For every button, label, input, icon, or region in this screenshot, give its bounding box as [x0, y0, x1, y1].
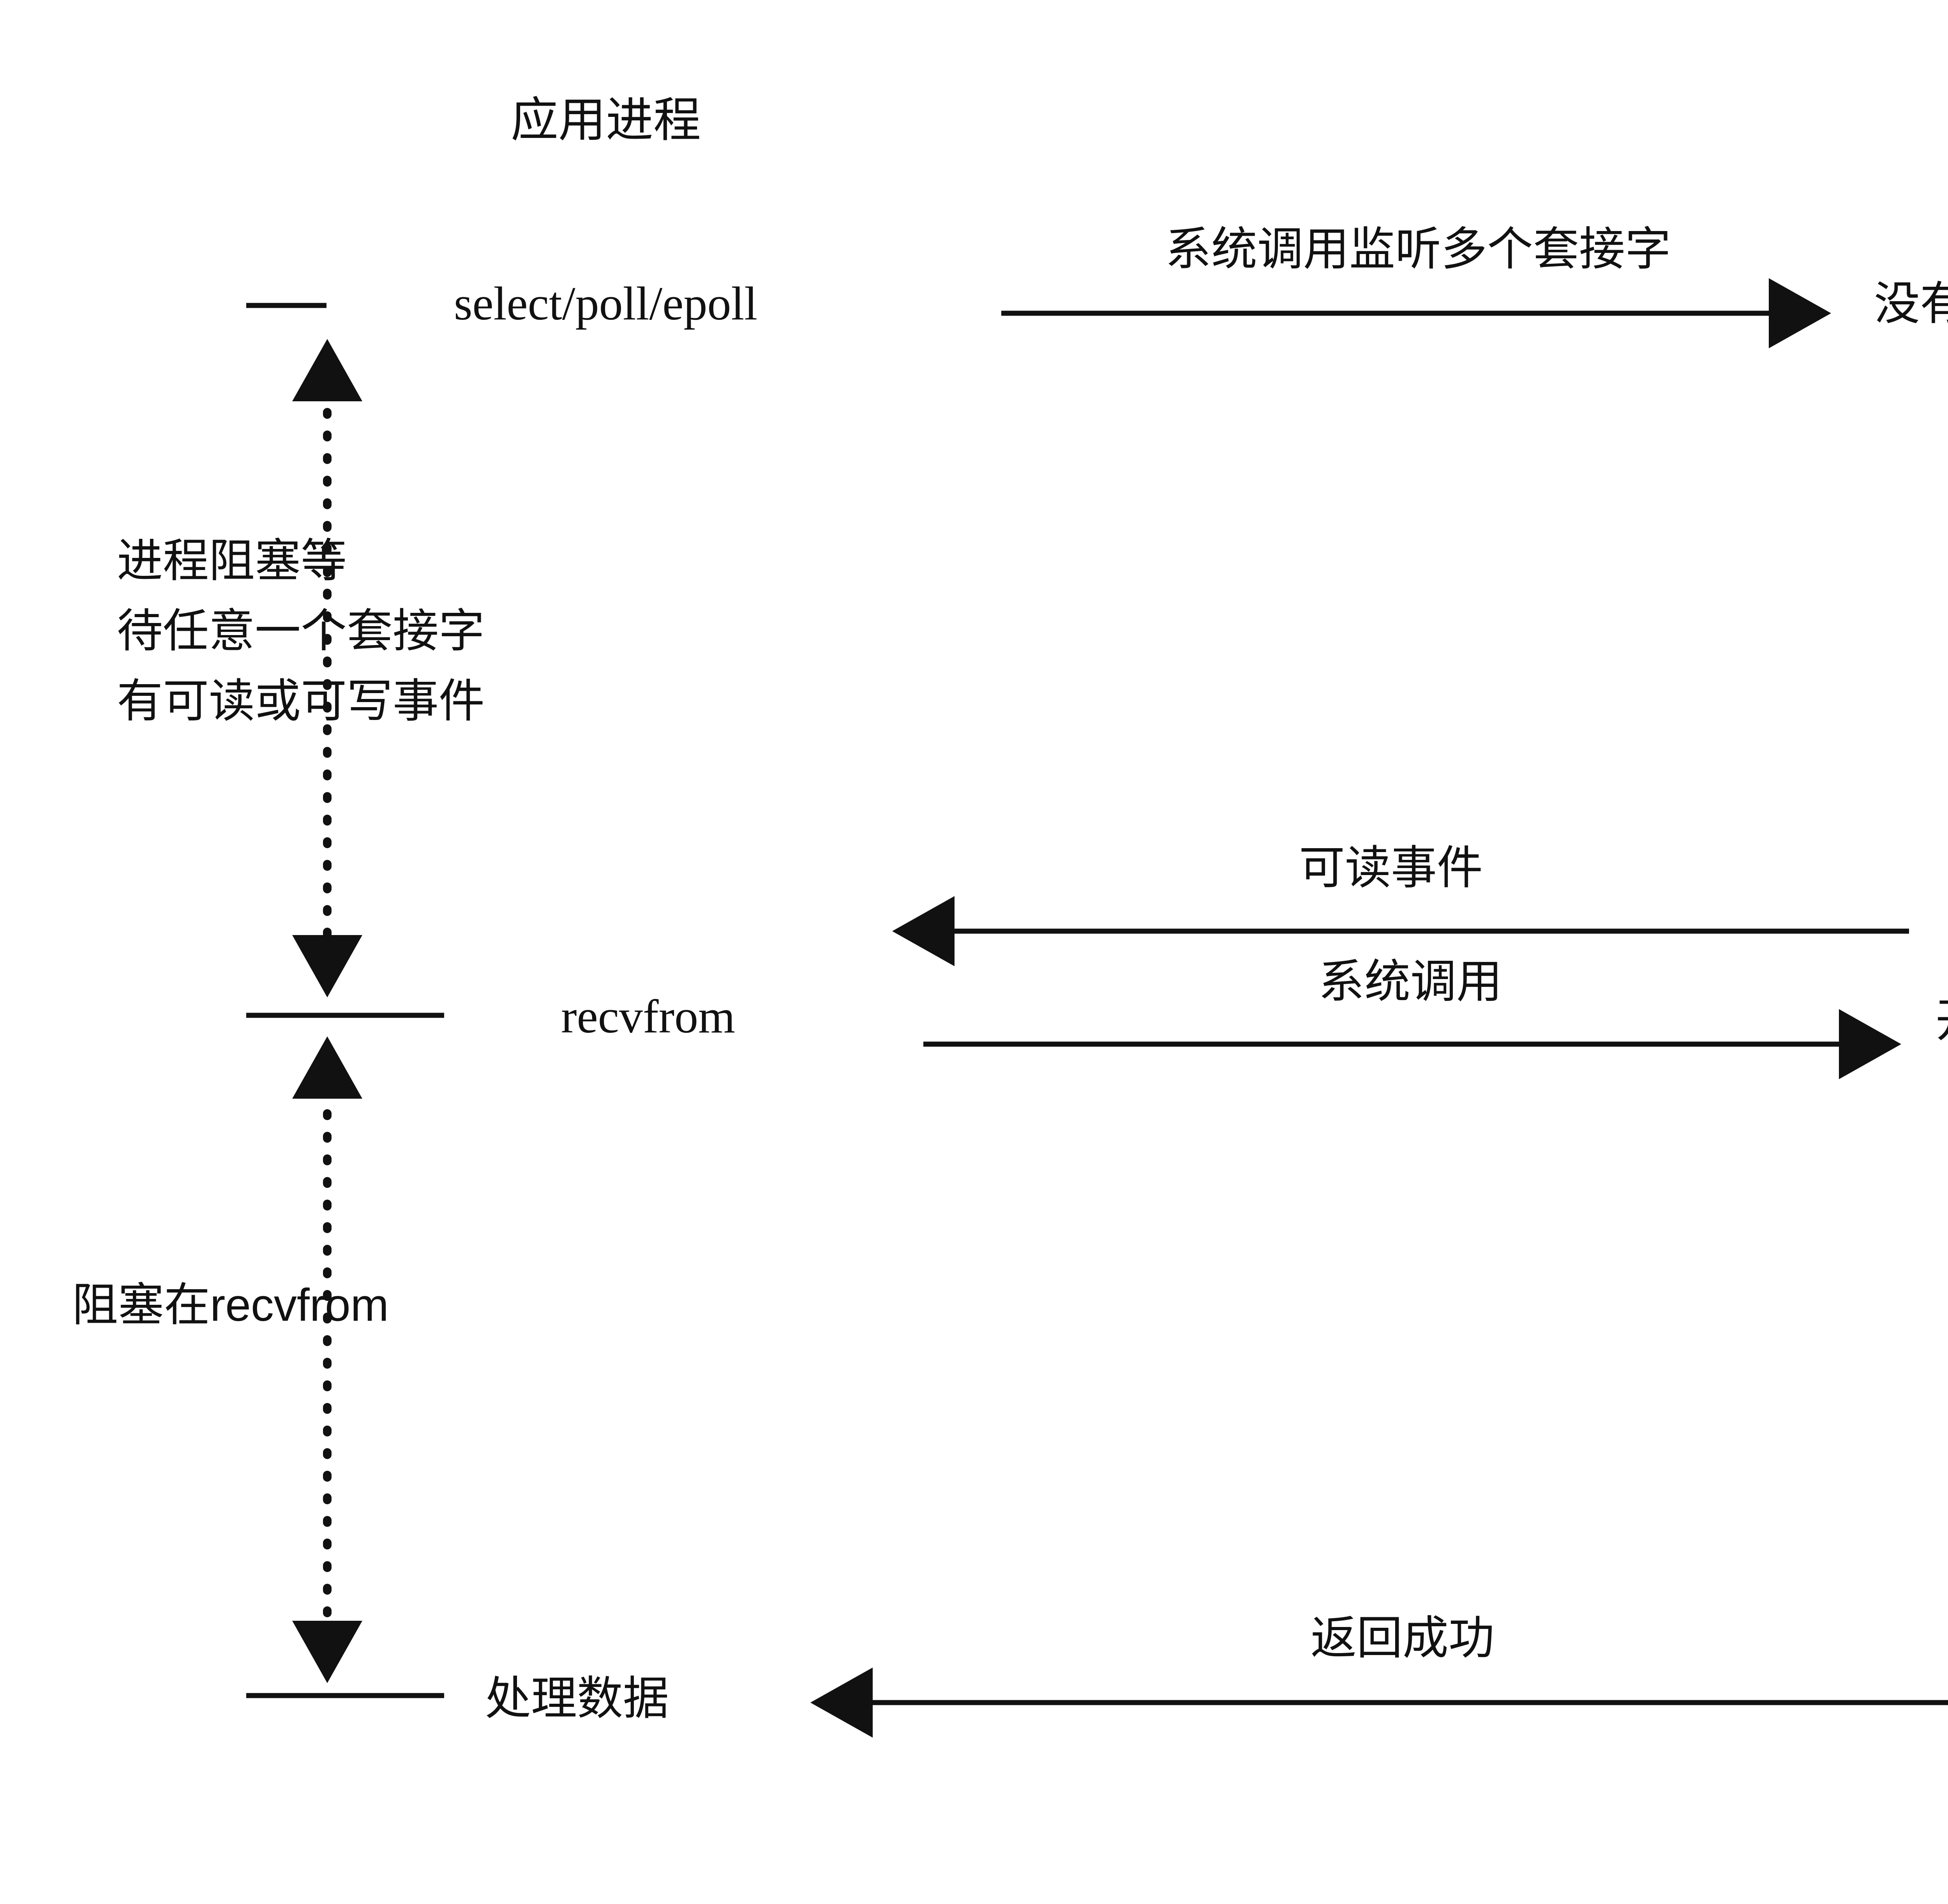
app-process-data-label: 处理数据 [485, 1673, 669, 1724]
message-3-arrowhead [1839, 1009, 1901, 1079]
app-block-recvfrom-note: 阻塞在recvfrom [72, 1279, 389, 1331]
message-4-label: 返回成功 [1311, 1613, 1495, 1664]
message-2-arrowhead [892, 896, 955, 966]
message-1-arrowhead [1769, 278, 1831, 348]
app-block-note-line-2: 待任意一个套接字 [117, 605, 485, 657]
app-block-arrowhead-down-2 [292, 1621, 362, 1683]
message-1-label: 系统调用监听多个套接字 [1165, 224, 1671, 275]
app-block-arrowhead-up-2 [292, 1036, 362, 1099]
message-4-arrowhead [810, 1668, 873, 1738]
kernel-no-data-ready-label: 没有准备好的数据 [1874, 278, 1948, 330]
app-block-arrowhead-up-1 [292, 339, 362, 401]
kernel-data-ready-line-2: 开始复制数据 [1936, 995, 1948, 1046]
app-block-note-line-3: 有可读或可写事件 [117, 676, 485, 727]
app-call-recvfrom-label: recvfrom [561, 990, 735, 1043]
message-2-label: 可读事件 [1299, 842, 1483, 894]
app-call-select-label: select/poll/epoll [454, 277, 757, 330]
app-block-arrowhead-down-1 [292, 935, 362, 997]
message-3-label: 系统调用 [1318, 956, 1502, 1008]
column-heading-app: 应用进程 [511, 94, 701, 146]
app-block-note-line-1: 进程阻塞等 [117, 535, 347, 587]
